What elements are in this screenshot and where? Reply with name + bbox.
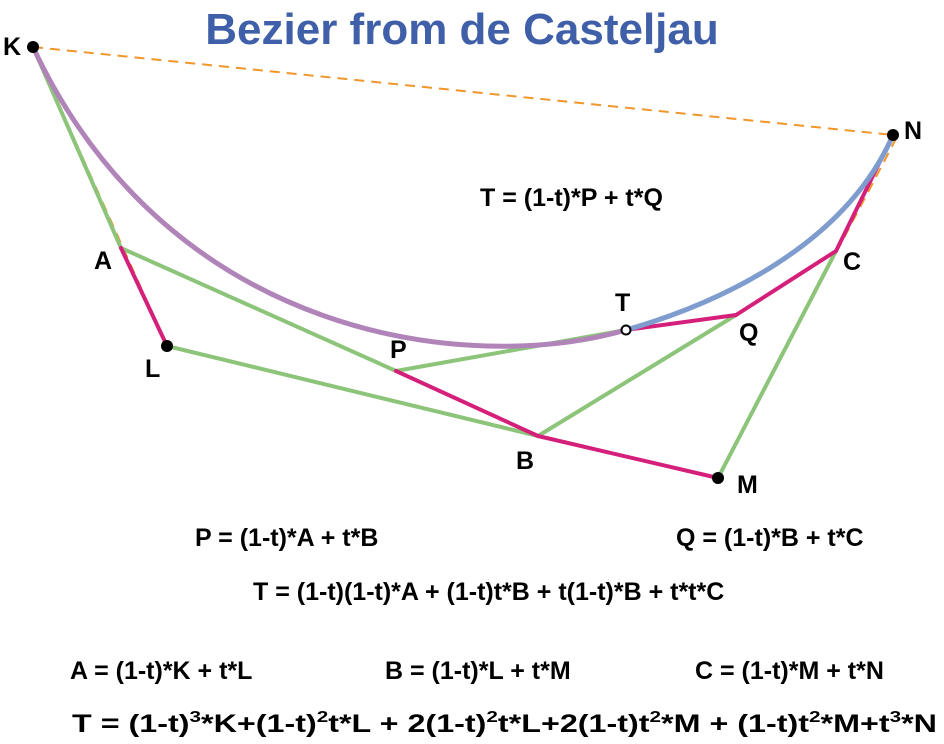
- bezier-curve-left: [30, 44, 629, 349]
- point-n: [887, 129, 899, 141]
- point-t: [620, 324, 632, 336]
- label-t: T: [615, 289, 630, 317]
- equation-t-from-abc: T = (1-t)(1-t)*A + (1-t)t*B + t(1-t)*B +…: [253, 578, 724, 606]
- segment-b-m: [536, 434, 720, 480]
- label-a: A: [94, 247, 112, 275]
- diagram-title: Bezier from de Casteljau: [205, 5, 719, 54]
- label-p: P: [390, 336, 407, 364]
- equation-c: C = (1-t)*M + t*N: [695, 657, 884, 685]
- segment-t-q: [624, 313, 738, 332]
- label-m: M: [737, 471, 758, 499]
- equation-b: B = (1-t)*L + t*M: [385, 657, 571, 685]
- magenta-construction-lines: [119, 133, 895, 480]
- segment-a-l: [119, 246, 169, 348]
- green-construction-lines: [31, 45, 838, 480]
- equation-t-from-pq: T = (1-t)*P + t*Q: [480, 184, 663, 212]
- point-k: [27, 41, 39, 53]
- label-k: K: [3, 33, 21, 61]
- equation-q: Q = (1-t)*B + t*C: [676, 524, 864, 552]
- segment-l-b: [165, 344, 540, 438]
- label-c: C: [843, 248, 861, 276]
- equation-a: A = (1-t)*K + t*L: [70, 657, 252, 685]
- label-b: B: [516, 447, 534, 475]
- point-m: [712, 472, 724, 484]
- segment-q-c: [734, 249, 838, 317]
- hull-edge-kn: [32, 46, 894, 136]
- equation-p: P = (1-t)*A + t*B: [195, 524, 378, 552]
- segment-p-b: [394, 369, 540, 438]
- bezier-curve-right: [623, 132, 896, 333]
- point-l: [161, 340, 173, 352]
- segment-a-p: [119, 246, 398, 373]
- label-l: L: [145, 355, 160, 383]
- label-q: Q: [739, 319, 758, 347]
- control-polygon: [32, 46, 900, 479]
- label-n: N: [904, 117, 922, 145]
- segment-b-q: [536, 313, 738, 438]
- segment-m-c: [716, 249, 838, 480]
